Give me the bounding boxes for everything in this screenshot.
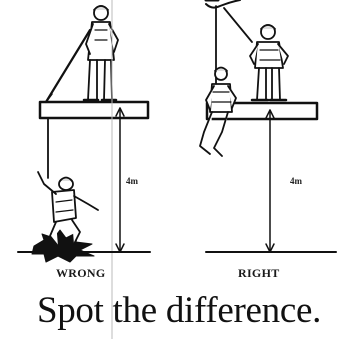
caption-text: Spot the difference. (0, 289, 358, 332)
wrong-label: WRONG (56, 266, 106, 281)
left-anchor-line (46, 30, 90, 102)
right-label: RIGHT (238, 266, 280, 281)
impact-burst-icon (32, 230, 94, 262)
left-height-label: 4m (126, 176, 138, 186)
right-height-label: 4m (290, 176, 302, 186)
falling-worker-icon (38, 172, 98, 246)
standing-worker-icon (84, 6, 118, 100)
left-platform (40, 102, 148, 118)
standing-worker-icon (250, 25, 288, 100)
suspended-worker-icon (200, 68, 236, 157)
right-panel (200, 0, 336, 252)
